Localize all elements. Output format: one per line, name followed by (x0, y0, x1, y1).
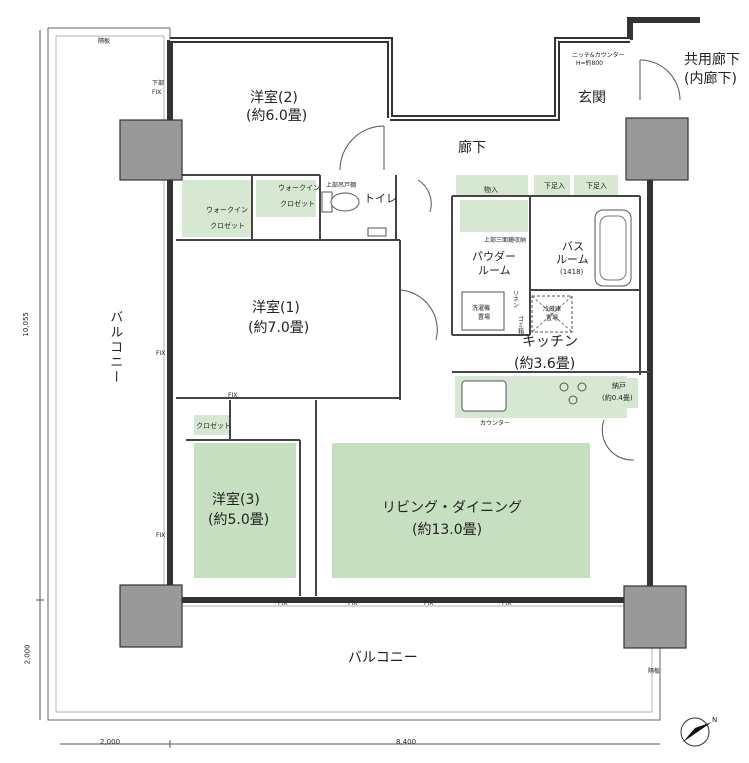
room-western3-size: (約5.0畳) (208, 512, 270, 528)
linen-label: リネン (511, 290, 519, 308)
trash-label: ゴミ箱 (516, 316, 524, 334)
storage-floor (456, 175, 528, 195)
room-western2-name: 洋室(2) (250, 90, 298, 106)
room-entrance: 玄関 (578, 90, 606, 106)
room-powder-1: パウダー (472, 250, 516, 263)
interior-walls (176, 174, 650, 596)
partition-label: 隔板 (98, 38, 111, 45)
dim-horizontal-balcony: 2,000 (100, 738, 121, 746)
storage-label: 物入 (484, 186, 498, 194)
walkin-a-floor (182, 180, 252, 237)
burner-3 (568, 395, 578, 405)
room-western2-size: (約6.0畳) (246, 108, 308, 124)
compass-arrow (683, 722, 712, 742)
toilet-bowl (330, 192, 360, 212)
shared-corridor-1: 共用廊下 (684, 52, 740, 68)
room-toilet: トイレ (364, 192, 397, 205)
toilet-sink (367, 227, 387, 237)
dim-horizontal-main: 8,400 (396, 738, 417, 746)
compass-circle (680, 717, 710, 747)
bathtub-inner (599, 215, 627, 281)
upper-door-label: 上部吊戸棚 (326, 182, 357, 189)
column-bottom-left (119, 584, 183, 648)
fix-label: FIX (348, 600, 358, 607)
room-bath-2: ルーム (556, 253, 589, 266)
bathtub (594, 209, 632, 287)
dim-vertical-balcony: 2,000 (23, 644, 32, 665)
shoe2-floor (574, 175, 618, 195)
room-kitchen-name: キッチン (522, 334, 578, 350)
dim-vertical-main: 10,055 (21, 312, 30, 337)
walkin-a-line1: ウォークイン (206, 206, 248, 214)
burner-1 (559, 382, 569, 392)
fridge-line2: 置場 (546, 315, 559, 322)
living-floor (332, 443, 590, 578)
fix-label: FIX (278, 600, 288, 607)
room-powder-2: ルーム (478, 264, 511, 277)
upper-shelf-label: 上部三面鏡収納 (484, 237, 527, 244)
fix-label: FIX (156, 350, 166, 357)
washer-box (461, 291, 505, 331)
storage-nook (600, 378, 638, 408)
washer-line2: 置場 (478, 314, 491, 321)
niche-line1: ニッチ&カウンター (572, 52, 625, 59)
fix-lower-2: FIX (152, 89, 162, 96)
room-kitchen-size: (約3.6畳) (514, 356, 576, 372)
column-bottom-right (623, 585, 687, 649)
counter-label: カウンター (480, 420, 511, 427)
western3-floor (194, 443, 296, 578)
room-storage-size: (約0.4畳) (602, 394, 633, 402)
room-hallway: 廊下 (458, 140, 486, 156)
walkin-b-floor (256, 180, 316, 217)
washer-line1: 洗濯機 (472, 305, 491, 312)
door-swings (339, 59, 681, 461)
room-living-name: リビング・ダイニング (382, 500, 522, 516)
room-bath-1: バス (562, 240, 584, 253)
room-bath-size: (1418) (560, 268, 584, 276)
room-storage-name: 納戸 (612, 382, 626, 390)
fridge-diag-b (531, 295, 573, 333)
room-western3-name: 洋室(3) (212, 492, 260, 508)
walkin-b-line1: ウォークイン (278, 184, 320, 192)
fix-lower-1: 下部 (152, 80, 165, 87)
fix-label: FIX (228, 392, 238, 399)
shoe2-label: 下足入 (586, 182, 607, 190)
burner-2 (577, 382, 587, 392)
compass-label: N (712, 716, 718, 724)
shared-corridor-2: (内廊下) (684, 71, 737, 87)
kitchen-sink (461, 380, 507, 412)
shoe1-floor (534, 175, 570, 195)
column-top-left (119, 119, 183, 181)
room-western1-name: 洋室(1) (252, 300, 300, 316)
fix-label: FIX (502, 600, 512, 607)
walkin-b-line2: クロゼット (280, 200, 315, 208)
fridge-line1: 冷蔵庫 (543, 306, 562, 313)
fix-label: FIX (156, 532, 166, 539)
balcony-left-label: バルコニー (107, 310, 123, 385)
room-western1-size: (約7.0畳) (248, 320, 310, 336)
closet-label: クロゼット (196, 422, 231, 430)
balcony-bottom-label: バルコニー (348, 650, 418, 666)
room-living-size: (約13.0畳) (412, 522, 483, 538)
column-top-right (625, 117, 689, 181)
walkin-a-line2: クロゼット (210, 222, 245, 230)
partition-label-2: 隔板 (648, 668, 661, 675)
unit-walls-outline (170, 39, 630, 119)
powder-vanity (460, 200, 528, 232)
niche-line2: H=約800 (576, 60, 603, 67)
fix-label: FIX (424, 600, 434, 607)
shoe1-label: 下足入 (544, 182, 565, 190)
closet-floor (194, 415, 230, 435)
